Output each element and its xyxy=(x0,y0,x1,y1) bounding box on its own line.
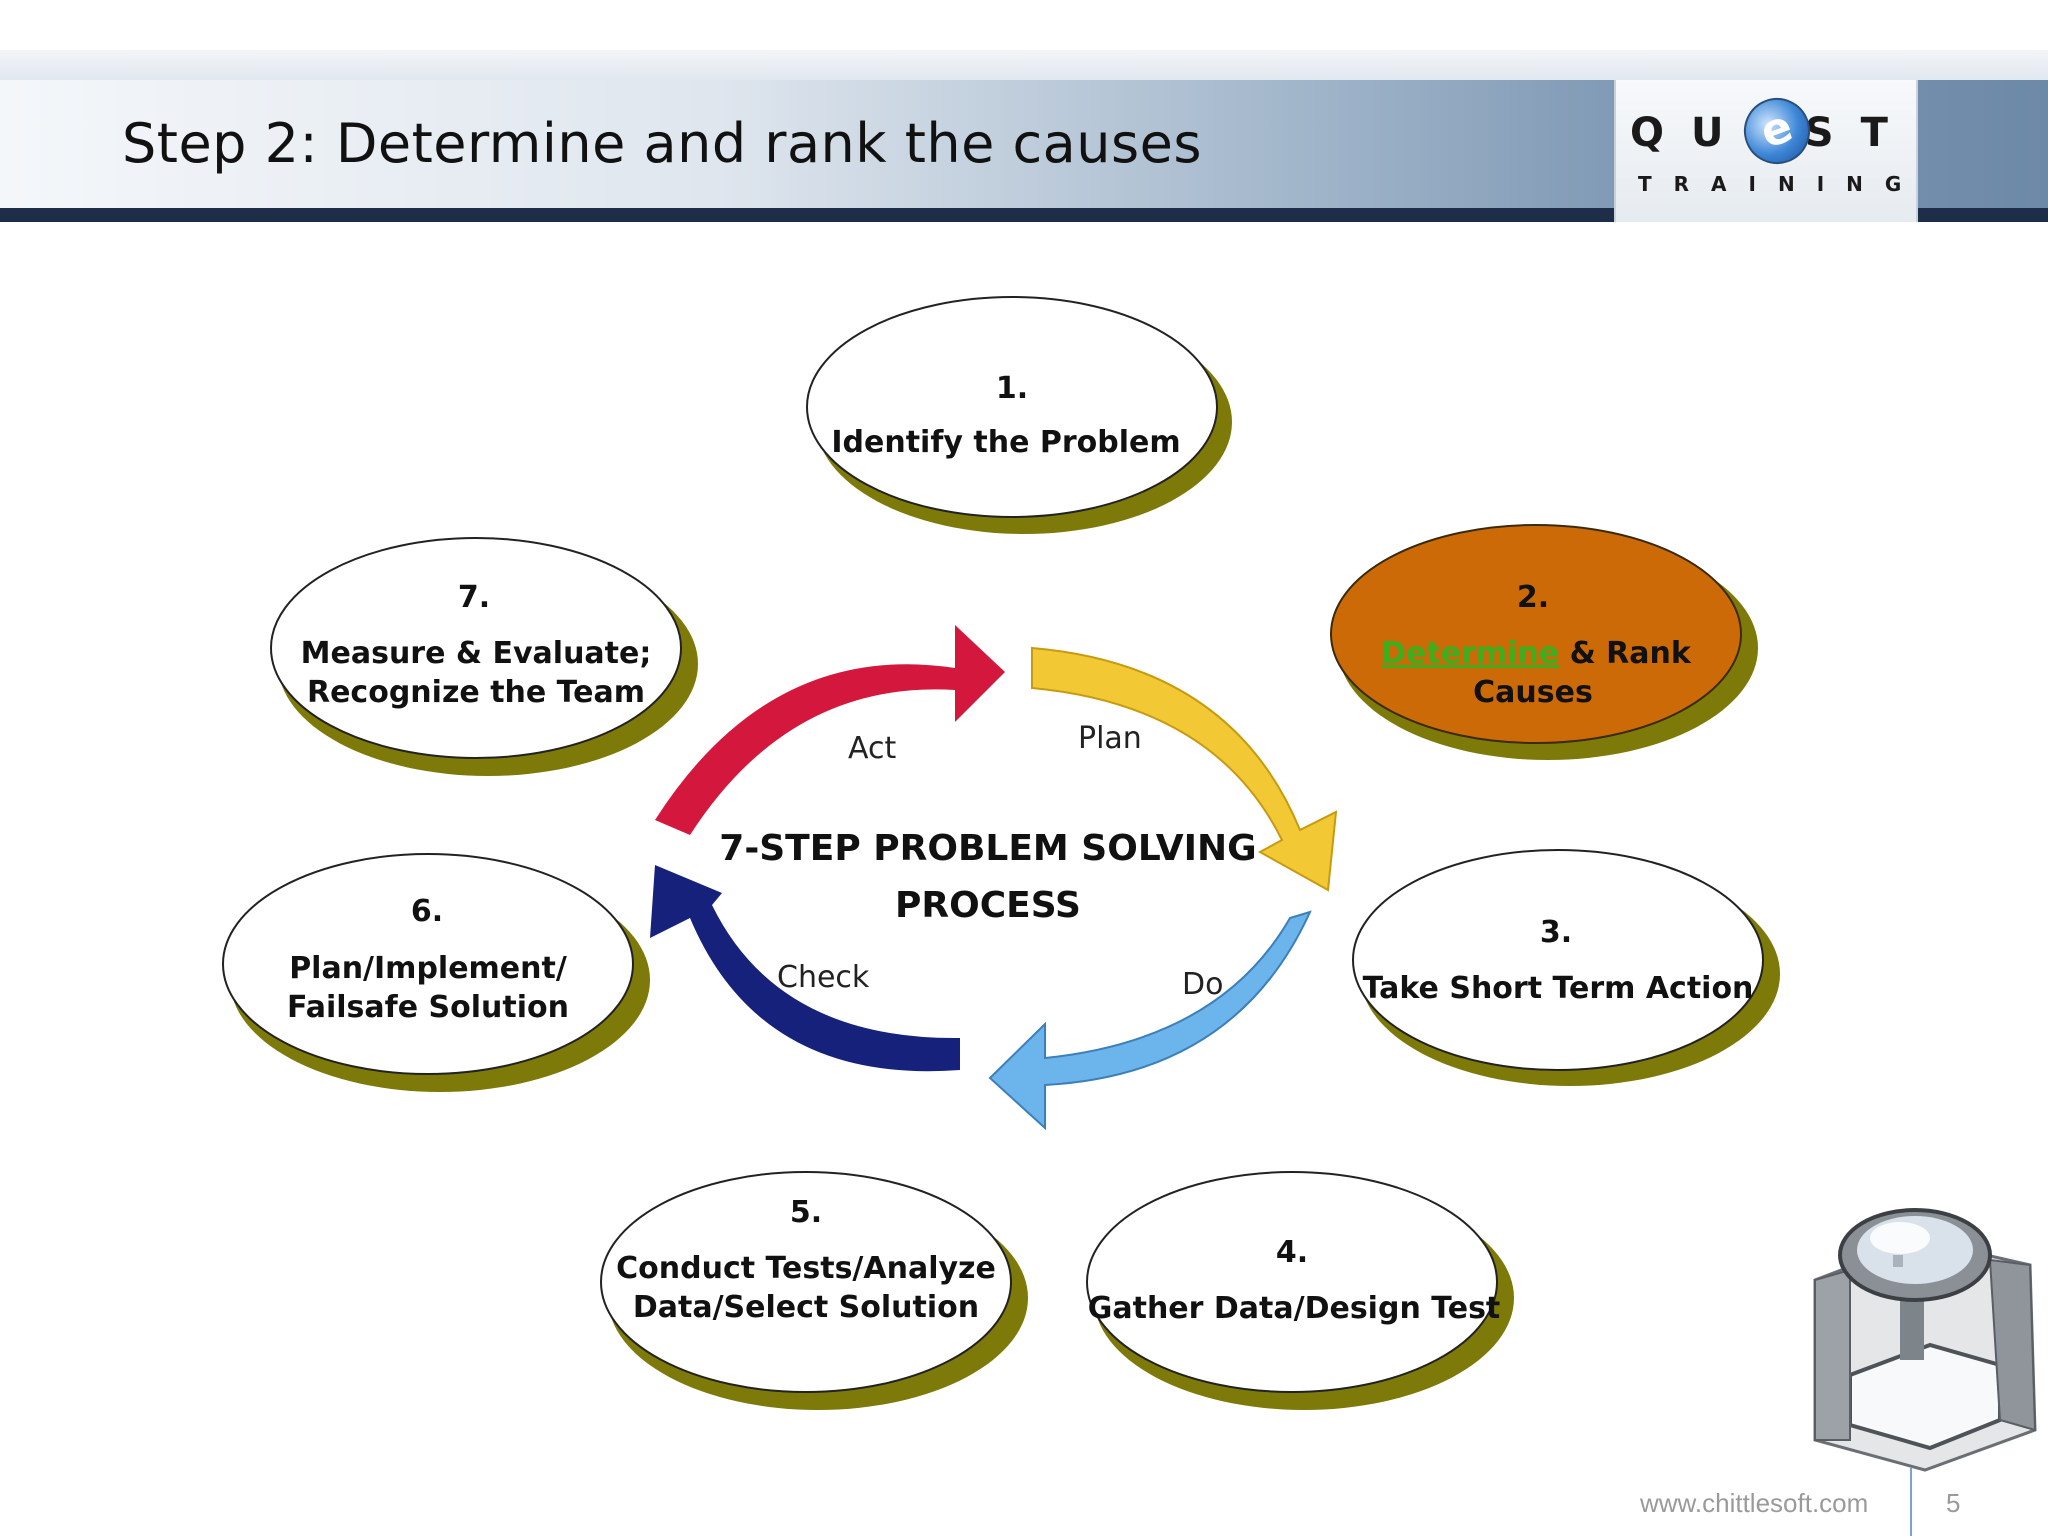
step-3-body xyxy=(1352,849,1764,1071)
step-1-body xyxy=(806,296,1218,518)
phase-label-do: Do xyxy=(1182,967,1223,1002)
plan-arrow xyxy=(1031,646,1338,892)
step-2-line2: Causes xyxy=(1473,675,1593,710)
footer-url[interactable]: www.chittlesoft.com xyxy=(1640,1488,1869,1518)
step-7-body xyxy=(270,537,682,759)
do-arrow xyxy=(988,910,1312,1131)
step-6-ellipse: 6. Plan/Implement/ Failsafe Solution xyxy=(222,853,650,1092)
step-7-line2: Recognize the Team xyxy=(307,675,645,710)
step-4-body xyxy=(1086,1171,1498,1393)
check-arrow xyxy=(650,865,960,1072)
loupe-magnifier-icon xyxy=(1813,1208,2037,1472)
step-7-number: 7. xyxy=(458,580,490,615)
step-5-line1: Conduct Tests/Analyze xyxy=(616,1251,996,1286)
step-2-number: 2. xyxy=(1517,580,1549,615)
step-5-number: 5. xyxy=(790,1195,822,1230)
act-arrow xyxy=(655,625,1005,835)
step-3-label: Take Short Term Action xyxy=(1363,971,1754,1006)
step-5-body xyxy=(600,1171,1012,1393)
page-number: 5 xyxy=(1946,1488,1961,1518)
step-4-ellipse: 4. Gather Data/Design Test xyxy=(1086,1171,1514,1410)
step-6-number: 6. xyxy=(411,894,443,929)
footer-divider xyxy=(1910,1468,1912,1536)
center-title-line2: PROCESS xyxy=(895,885,1081,926)
phase-label-act: Act xyxy=(848,731,896,766)
step-2-highlight-word: Determine xyxy=(1381,636,1559,671)
step-4-number: 4. xyxy=(1276,1235,1308,1270)
step-2-ellipse: 2. Determine & Rank Causes xyxy=(1330,524,1758,760)
step-7-line1: Measure & Evaluate; xyxy=(301,636,652,671)
step-7-ellipse: 7. Measure & Evaluate; Recognize the Tea… xyxy=(270,537,698,776)
quest-training-logo: QUEST e TRAINING xyxy=(1614,80,1918,222)
header-underline xyxy=(0,208,2048,222)
header-top-strip xyxy=(0,50,2048,80)
phase-label-check: Check xyxy=(777,960,870,995)
step-2-line1-rest: & Rank xyxy=(1559,636,1692,671)
slide-title: Step 2: Determine and rank the causes xyxy=(122,112,1202,175)
step-6-line2: Failsafe Solution xyxy=(287,990,569,1025)
step-4-label: Gather Data/Design Test xyxy=(1088,1291,1501,1326)
step-5-line2: Data/Select Solution xyxy=(633,1290,979,1325)
step-3-number: 3. xyxy=(1540,915,1572,950)
step-6-body xyxy=(222,853,634,1075)
center-title-line1: 7-STEP PROBLEM SOLVING xyxy=(719,828,1256,869)
step-2-body xyxy=(1330,524,1742,744)
step-2-line1: Determine & Rank xyxy=(1381,636,1692,671)
step-1-number: 1. xyxy=(996,371,1028,406)
step-3-ellipse: 3. Take Short Term Action xyxy=(1352,849,1780,1086)
step-1-ellipse: 1. Identify the Problem xyxy=(806,296,1232,534)
phase-label-plan: Plan xyxy=(1078,721,1142,756)
logo-subtitle: TRAINING xyxy=(1638,172,1924,196)
step-5-ellipse: 5. Conduct Tests/Analyze Data/Select Sol… xyxy=(600,1171,1028,1410)
step-6-line1: Plan/Implement/ xyxy=(289,951,567,986)
step-1-label: Identify the Problem xyxy=(831,425,1180,460)
